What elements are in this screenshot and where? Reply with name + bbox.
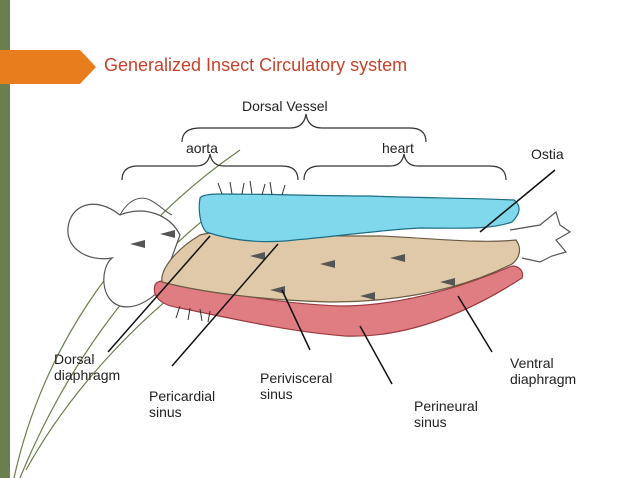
ostia-label: Ostia xyxy=(531,146,564,162)
tail-outline xyxy=(509,210,572,263)
aorta-brace xyxy=(121,153,299,181)
heart-label: heart xyxy=(382,140,414,156)
ventral-diaphragm-label: Ventral diaphragm xyxy=(510,355,577,387)
perivisceral-sinus-label: Perivisceral sinus xyxy=(260,370,333,402)
dorsal-vessel-label: Dorsal Vessel xyxy=(242,98,328,114)
pointer-lines xyxy=(107,169,556,385)
antenna-outline xyxy=(119,197,173,216)
pericardial-sinus-label: Pericardial sinus xyxy=(149,388,216,420)
dorsal-vessel-shape xyxy=(198,193,520,243)
dorsal-diaphragm-label: Dorsal diaphragm xyxy=(54,351,121,383)
slide-title: Generalized Insect Circulatory system xyxy=(104,55,408,75)
head-outline xyxy=(67,203,181,308)
bristles xyxy=(175,180,286,323)
heart-brace xyxy=(303,153,507,181)
perineural-sinus-label: Perineural sinus xyxy=(414,398,478,430)
dorsal-vessel-brace xyxy=(181,113,427,143)
aorta-label: aorta xyxy=(186,140,218,156)
flow-arrows xyxy=(130,230,455,300)
accent-bar xyxy=(0,0,10,478)
title-arrow-shape xyxy=(0,50,96,84)
